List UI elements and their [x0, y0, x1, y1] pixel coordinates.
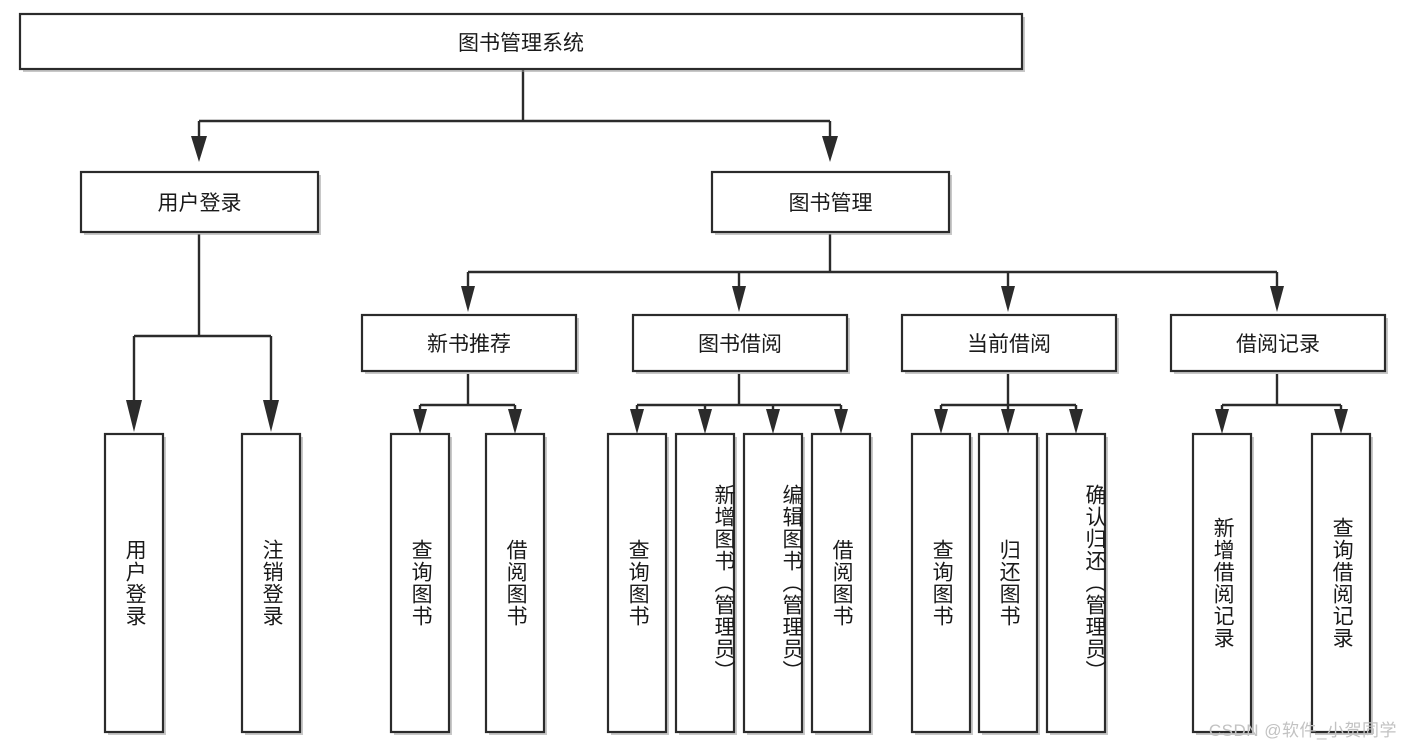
arrow-head-bookborrow-leaf-3	[766, 409, 780, 434]
arrow-head-currentborrow-leaf-1	[934, 409, 948, 434]
arrow-head-book-manage	[822, 136, 838, 162]
node-leaf-current-confirm[interactable]	[1045, 432, 1107, 734]
node-layer	[18, 12, 1388, 735]
arrow-head-user-login	[191, 136, 207, 162]
node-leaf-borrow-query[interactable]	[606, 432, 668, 734]
arrow-head-book-borrow	[732, 286, 746, 312]
arrow-head-newbook-leaf-1	[413, 409, 427, 434]
node-leaf-current-return[interactable]	[977, 432, 1039, 734]
node-leaf-borrow-add[interactable]	[674, 432, 736, 734]
node-leaf-record-query[interactable]	[1310, 432, 1372, 734]
arrow-head-currentborrow-leaf-2	[1001, 409, 1015, 434]
arrow-head-borrowrecord-leaf-2	[1334, 409, 1348, 434]
arrow-head-currentborrow-leaf-3	[1069, 409, 1083, 434]
arrow-head-bookborrow-leaf-4	[834, 409, 848, 434]
arrow-head-new-book	[461, 286, 475, 312]
arrow-head-current-borrow	[1001, 286, 1015, 312]
arrow-head-borrowrecord-leaf-1	[1215, 409, 1229, 434]
arrow-head-bookborrow-leaf-1	[630, 409, 644, 434]
arrow-head-leaf-user-login	[126, 400, 142, 432]
node-leaf-record-add[interactable]	[1191, 432, 1253, 734]
arrow-head-bookborrow-leaf-2	[698, 409, 712, 434]
node-book-manage[interactable]	[710, 170, 951, 234]
arrow-head-leaf-logout	[263, 400, 279, 432]
arrow-head-borrow-record	[1270, 286, 1284, 312]
arrow-head-newbook-leaf-2	[508, 409, 522, 434]
node-current-borrow[interactable]	[900, 313, 1118, 373]
node-book-borrow[interactable]	[631, 313, 849, 373]
node-leaf-newbook-borrow[interactable]	[484, 432, 546, 734]
node-user-login[interactable]	[79, 170, 320, 234]
node-root[interactable]	[18, 12, 1024, 71]
connector-layer	[126, 70, 1348, 434]
node-leaf-logout[interactable]	[240, 432, 302, 734]
node-leaf-newbook-query[interactable]	[389, 432, 451, 734]
node-leaf-current-query[interactable]	[910, 432, 972, 734]
node-borrow-record[interactable]	[1169, 313, 1387, 373]
node-leaf-user-login[interactable]	[103, 432, 165, 734]
node-new-book[interactable]	[360, 313, 578, 373]
node-leaf-borrow-edit[interactable]	[742, 432, 804, 734]
node-leaf-borrow-borrow[interactable]	[810, 432, 872, 734]
